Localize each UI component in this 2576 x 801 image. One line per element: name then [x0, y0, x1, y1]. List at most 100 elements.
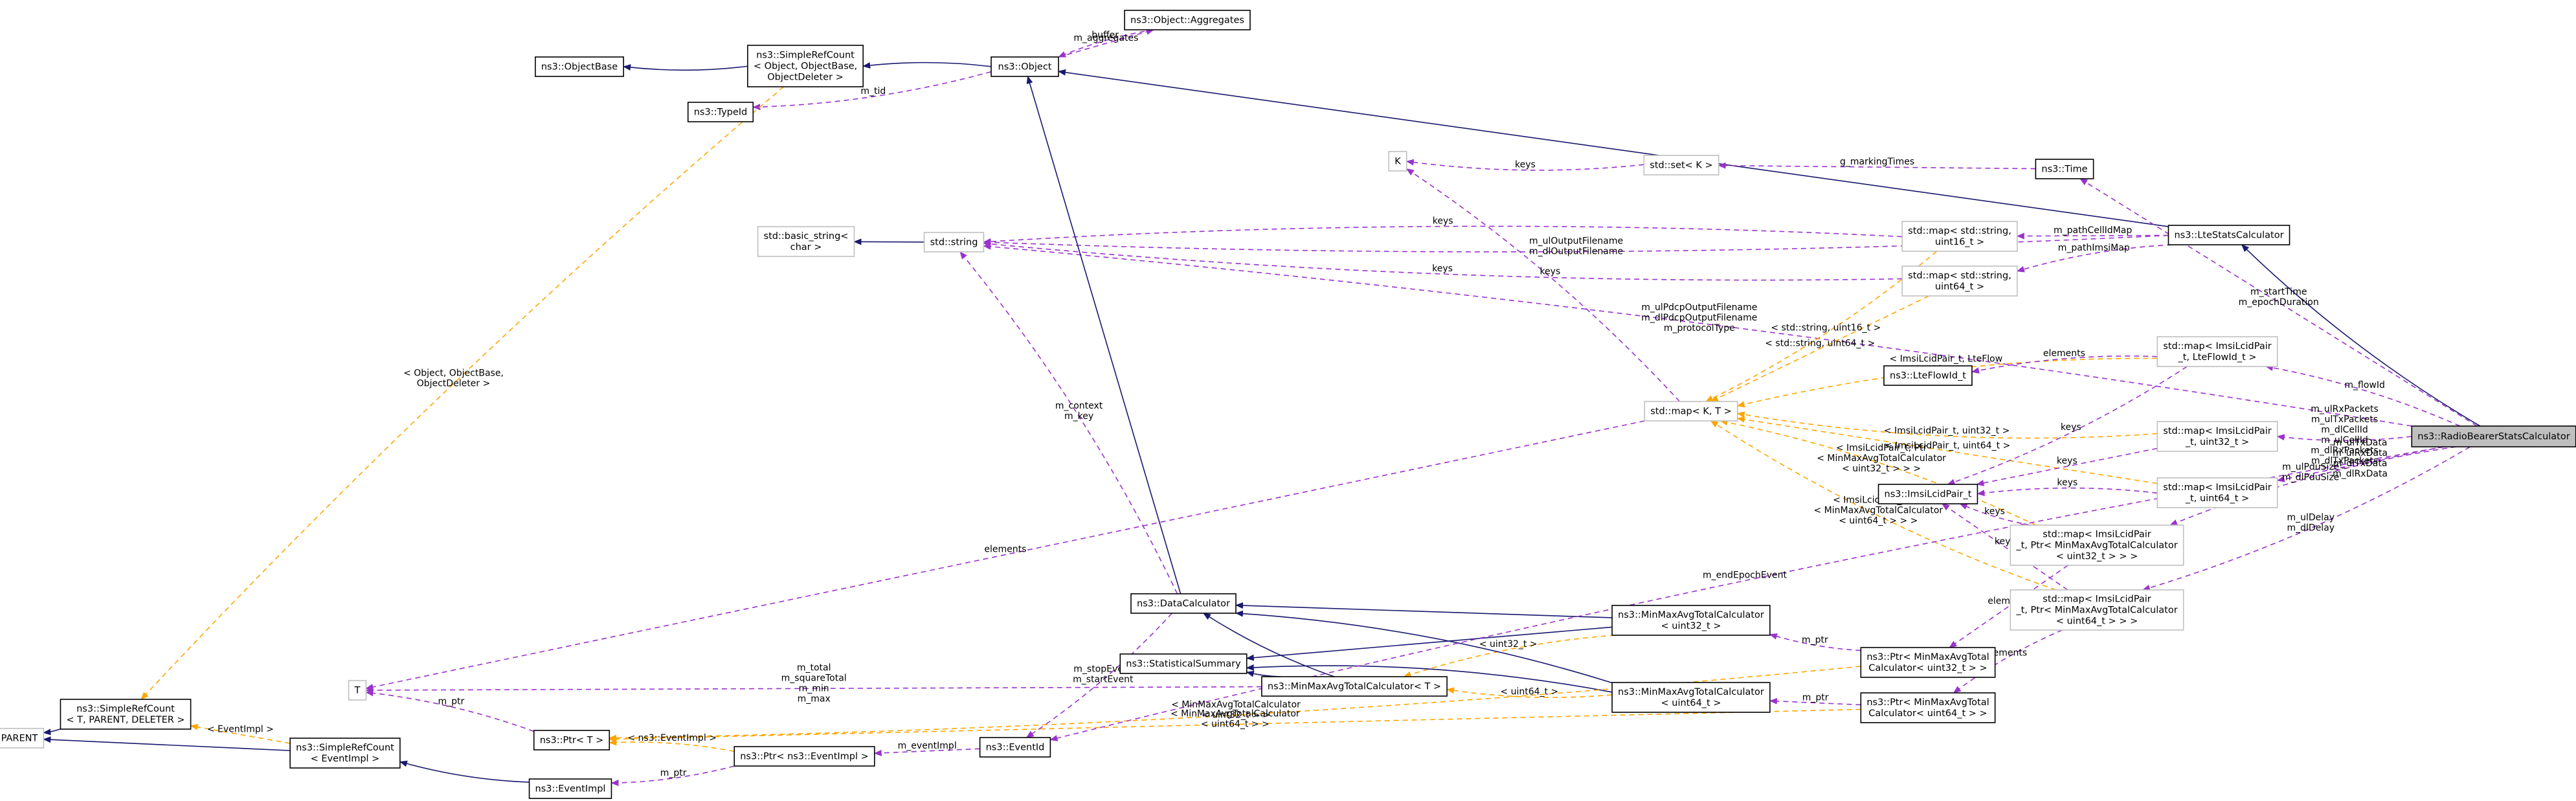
node-srcobj[interactable]: ns3::SimpleRefCount< Object, ObjectBase,… — [747, 45, 864, 87]
node-label: ns3::LteFlowId_t — [1890, 371, 1966, 381]
edge-label-line: m_dlOutputFilename — [1529, 247, 1623, 257]
node-srctpd[interactable]: ns3::SimpleRefCount< T, PARENT, DELETER … — [60, 699, 192, 730]
node-box — [734, 746, 875, 767]
edge-label-line: m_ptr — [660, 768, 687, 778]
node-datacalc[interactable]: ns3::DataCalculator — [1130, 593, 1237, 614]
node-mm64[interactable]: ns3::MinMaxAvgTotalCalculator< uint64_t … — [1611, 682, 1771, 713]
edge-line — [1953, 629, 2063, 694]
edge-label-line: < ns3::EventImpl > — [627, 733, 717, 743]
edge-inherit-mmt-to-datacalc — [1203, 613, 1335, 677]
edge-line — [1942, 503, 2068, 591]
edge-label: m_tid — [860, 86, 886, 96]
node-imsilcid[interactable]: ns3::ImsiLcidPair_t — [1877, 484, 1978, 504]
edge-label-line: m_dlRxPackets — [2311, 446, 2379, 456]
node-mapstr64: std::map< std::string,uint64_t > — [1901, 265, 2018, 297]
node-mm32[interactable]: ns3::MinMaxAvgTotalCalculator< uint32_t … — [1611, 605, 1771, 636]
edge-label: elements — [984, 545, 1026, 555]
edge-label: < uint64_t > — [1500, 686, 1558, 697]
node-objectbase[interactable]: ns3::ObjectBase — [535, 56, 624, 77]
node-srcevent[interactable]: ns3::SimpleRefCount< EventImpl > — [289, 738, 401, 769]
node-ptrevent[interactable]: ns3::Ptr< ns3::EventImpl > — [734, 746, 875, 767]
node-label: K — [1394, 157, 1401, 167]
node-ptrmm32[interactable]: ns3::Ptr< MinMaxAvgTotalCalculator< uint… — [1860, 647, 1996, 678]
edge-label-line: buffer — [1092, 30, 1119, 41]
edge-line — [2265, 365, 2461, 427]
node-label: ns3::LteStatsCalculator — [2174, 231, 2283, 241]
edge-label-line: < ImsiLcidPair_t, Ptr — [1836, 443, 1927, 453]
edge-label-line: keys — [1432, 264, 1453, 274]
edge-line — [983, 243, 2412, 427]
edge-usage-radiobearer-to-string — [983, 243, 2412, 427]
node-ltestats[interactable]: ns3::LteStatsCalculator — [2167, 225, 2290, 245]
edge-line — [1719, 419, 2037, 526]
edge-usage-datacalc-to-eventid — [1025, 613, 1173, 738]
node-label: _t, uint64_t > — [2185, 493, 2249, 504]
edge-line — [983, 240, 1903, 281]
edge-label-line: g_markingTimes — [1840, 157, 1914, 167]
node-box — [533, 730, 610, 750]
node-label: ns3::EventImpl — [535, 784, 606, 795]
edge-line — [2276, 434, 2412, 441]
node-box — [687, 102, 754, 122]
edge-line — [1235, 602, 1613, 618]
node-label: std::map< K, T > — [1650, 407, 1732, 417]
node-label: < uint32_t > — [1661, 621, 1721, 631]
edge-label-line: m_ulTxData — [2333, 438, 2388, 448]
edge-line — [983, 225, 1903, 245]
edge-label-line: m_stopEvent — [1073, 664, 1132, 675]
edge-label-line: < ImsiLcidPair_t, uint64_t > — [1885, 440, 2010, 451]
edge-usage-ptrt-to-t — [365, 690, 535, 732]
edge-usage-time-to-setk — [1718, 162, 2036, 170]
edge-label-line: m_ulPdcpOutputFilename — [1641, 302, 1757, 313]
edge-line — [1736, 416, 2158, 484]
node-box — [535, 56, 624, 77]
edge-label-line: m_ulRxPackets — [2311, 404, 2379, 414]
edge-usage-object-to-typeid — [752, 71, 992, 111]
node-label: Calculator< uint64_t > > — [1868, 708, 1987, 719]
node-statsum[interactable]: ns3::StatisticalSummary — [1119, 653, 1248, 674]
edge-usage-aggregates-to-object — [1058, 29, 1154, 58]
node-ptrt[interactable]: ns3::Ptr< T > — [533, 730, 610, 750]
edge-usage-radiobearer-to-time — [2079, 178, 2478, 427]
node-box — [1643, 155, 1719, 175]
node-typeid[interactable]: ns3::TypeId — [687, 102, 754, 122]
edge-label: keys — [1540, 267, 1560, 277]
edge-label-line: < MinMaxAvgTotalCalculator — [1170, 709, 1300, 719]
edge-label-line: m_min — [799, 683, 829, 694]
node-eventimpl[interactable]: ns3::EventImpl — [528, 778, 612, 799]
edge-label: m_ulRxPacketsm_ulTxPacketsm_dlCellIdm_ul… — [2311, 404, 2379, 466]
edge-label-line: m_eventImpl — [898, 741, 957, 751]
node-aggregates[interactable]: ns3::Object::Aggregates — [1124, 10, 1251, 30]
edge-label-line: m_key — [1064, 411, 1093, 422]
node-label: _t, Ptr< MinMaxAvgTotalCalculator — [2015, 541, 2177, 551]
node-box — [60, 699, 192, 730]
node-label: < uint64_t > — [1661, 698, 1721, 708]
node-label: std::set< K > — [1650, 161, 1712, 171]
node-box — [2156, 336, 2278, 367]
node-box — [1901, 221, 2018, 252]
node-label: std::map< ImsiLcidPair — [2163, 482, 2271, 493]
node-box — [2156, 421, 2278, 452]
node-flowid[interactable]: ns3::LteFlowId_t — [1883, 365, 1973, 386]
node-label: ns3::MinMaxAvgTotalCalculator — [1618, 610, 1764, 620]
edge-label-line: < MinMaxAvgTotalCalculator — [1817, 453, 1946, 464]
edge-label-line: m_ptr — [438, 697, 465, 707]
node-label: ns3::Time — [2041, 164, 2087, 175]
edge-usage-mapflow-to-imsilcid — [1947, 366, 2188, 486]
edge-label-line: < uint32_t > > > — [1842, 464, 1921, 474]
node-eventid[interactable]: ns3::EventId — [979, 737, 1051, 758]
node-mmt[interactable]: ns3::MinMaxAvgTotalCalculator< T > — [1261, 676, 1448, 697]
edge-label-line: m_dlRxData — [2333, 469, 2388, 479]
edge-label-line: m_dlPdcpOutputFilename — [1641, 313, 1757, 323]
edge-line — [1959, 503, 2031, 526]
node-time[interactable]: ns3::Time — [2035, 159, 2094, 179]
node-object[interactable]: ns3::Object — [991, 56, 1059, 77]
node-label: < EventImpl > — [311, 754, 380, 764]
edge-inherit-object-to-srcobj — [862, 62, 992, 69]
node-label: ns3::MinMaxAvgTotalCalculator< T > — [1268, 682, 1441, 692]
node-ptrmm64[interactable]: ns3::Ptr< MinMaxAvgTotalCalculator< uint… — [1860, 692, 1996, 723]
edge-label: m_ptr — [1802, 635, 1828, 645]
edge-usage-ptrevent-to-eventimpl — [610, 765, 735, 787]
